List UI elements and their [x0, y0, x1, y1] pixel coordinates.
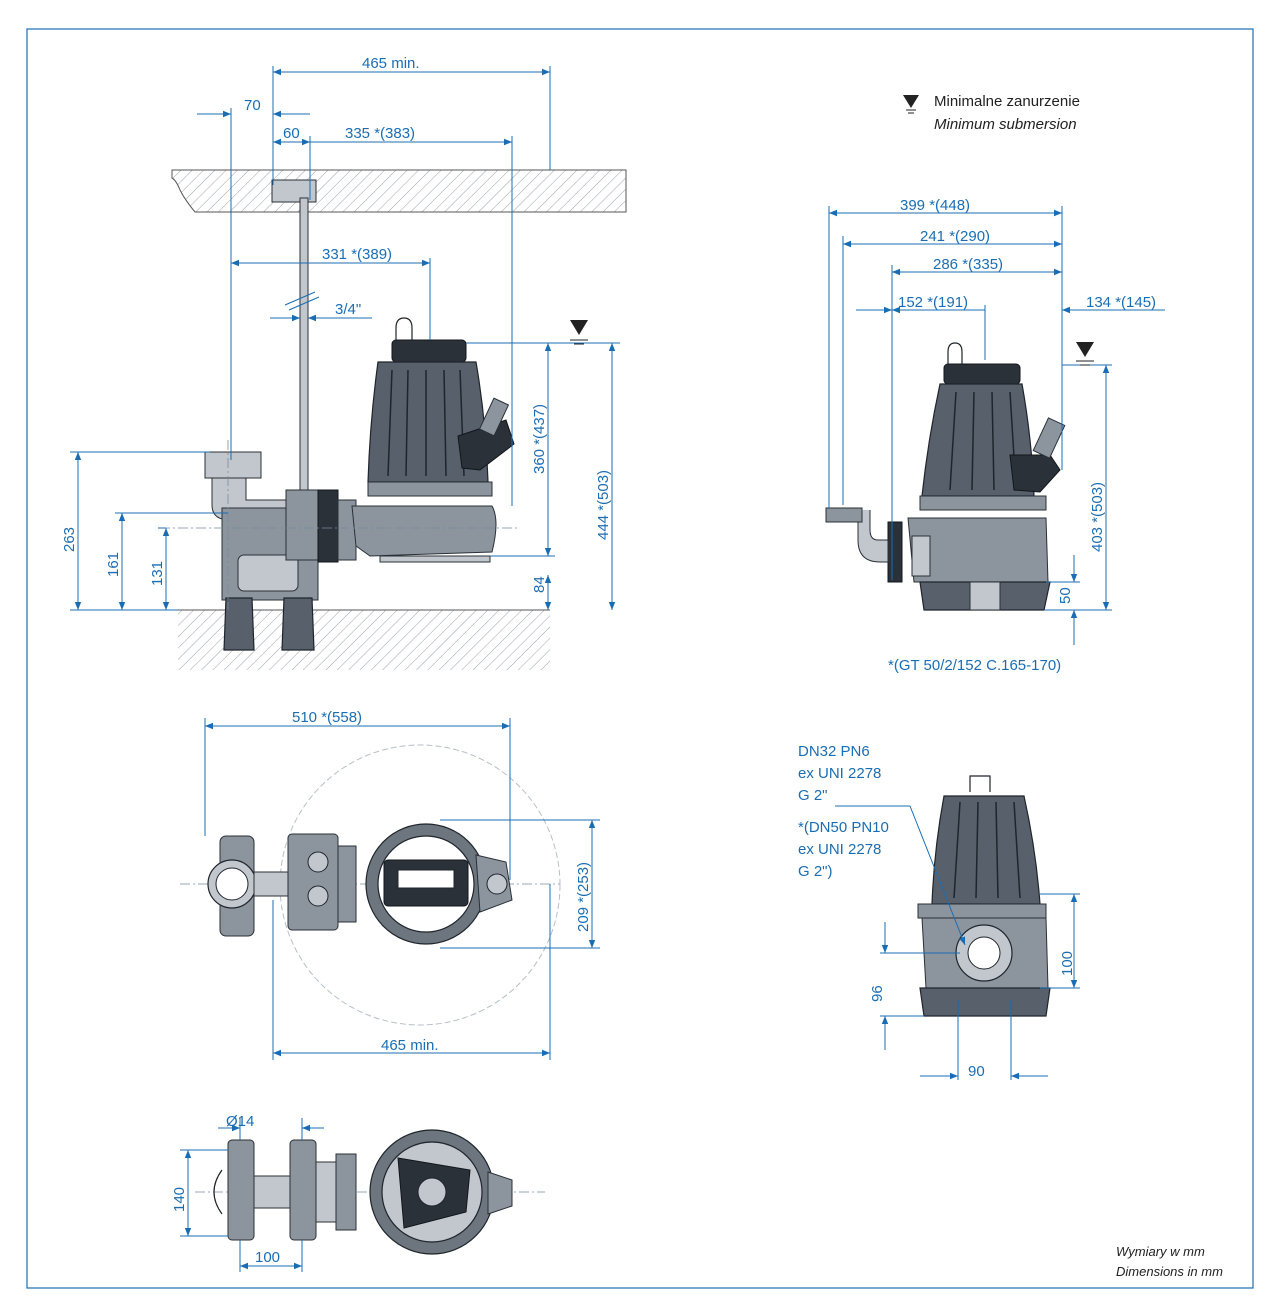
- dim-360: 360 *(437): [531, 404, 548, 474]
- dim-510: 510 *(558): [292, 709, 362, 726]
- dim-bolt-hole-14: Ø14: [226, 1113, 254, 1130]
- dim-241: 241 *(290): [920, 228, 990, 245]
- dim-465-min-top: 465 min.: [362, 55, 420, 72]
- dim-60: 60: [283, 125, 300, 142]
- outlet-spec-line-6: G 2"): [798, 863, 833, 880]
- outlet-spec-line-5: ex UNI 2278: [798, 841, 881, 858]
- dim-70: 70: [244, 97, 261, 114]
- dim-96: 96: [869, 985, 886, 1002]
- dim-335: 335 *(383): [345, 125, 415, 142]
- outlet-spec-line-4: *(DN50 PN10: [798, 819, 889, 836]
- dim-100-base: 100: [255, 1249, 280, 1266]
- dim-3-4-inch: 3/4": [335, 301, 361, 318]
- water-level-triangle-icon: [1076, 342, 1094, 366]
- legend-label-en: Minimum submersion: [934, 116, 1077, 133]
- dim-263: 263: [61, 527, 78, 552]
- water-level-triangle-icon: [903, 95, 919, 114]
- model-variant-note: *(GT 50/2/152 C.165-170): [888, 657, 1061, 674]
- dim-90: 90: [968, 1063, 985, 1080]
- dim-152: 152 *(191): [898, 294, 968, 311]
- outlet-spec-line-2: ex UNI 2278: [798, 765, 881, 782]
- dim-84: 84: [531, 576, 548, 593]
- outlet-spec-line-3: G 2": [798, 787, 828, 804]
- units-note-en: Dimensions in mm: [1116, 1264, 1223, 1279]
- sheet-frame: [26, 28, 1254, 1289]
- dim-399: 399 *(448): [900, 197, 970, 214]
- front-view: 399 *(448) 241 *(290) 286 *(335) 152 *(1…: [825, 197, 1165, 674]
- dim-161: 161: [105, 552, 122, 577]
- legend-label-pl: Minimalne zanurzenie: [934, 93, 1080, 110]
- dim-465-min-bottom: 465 min.: [381, 1037, 439, 1054]
- dim-403: 403 *(503): [1089, 482, 1106, 552]
- dim-140: 140: [171, 1187, 188, 1212]
- dim-331: 331 *(389): [322, 246, 392, 263]
- side-view: 465 min. 70 60 335 *(383) 331 *(389) 3/4…: [61, 55, 627, 670]
- dim-286: 286 *(335): [933, 256, 1003, 273]
- dim-50: 50: [1057, 587, 1074, 604]
- water-level-triangle-icon: [570, 320, 588, 345]
- dim-131: 131: [149, 561, 166, 586]
- dim-100-outlet: 100: [1059, 951, 1076, 976]
- dim-209: 209 *(253): [575, 862, 592, 932]
- units-note-pl: Wymiary w mm: [1116, 1244, 1205, 1259]
- plan-view: 510 *(558) 209 *(253) 465 min.: [180, 709, 600, 1060]
- outlet-spec-line-1: DN32 PN6: [798, 743, 870, 760]
- ceiling-slab: [171, 169, 627, 213]
- submersion-legend: Minimalne zanurzenie Minimum submersion: [903, 93, 1080, 133]
- dim-134: 134 *(145): [1086, 294, 1156, 311]
- base-view: Ø14 140 100: [171, 1113, 545, 1272]
- dim-444: 444 *(503): [595, 470, 612, 540]
- outlet-view: DN32 PN6 ex UNI 2278 G 2" *(DN50 PN10 ex…: [798, 743, 1080, 1080]
